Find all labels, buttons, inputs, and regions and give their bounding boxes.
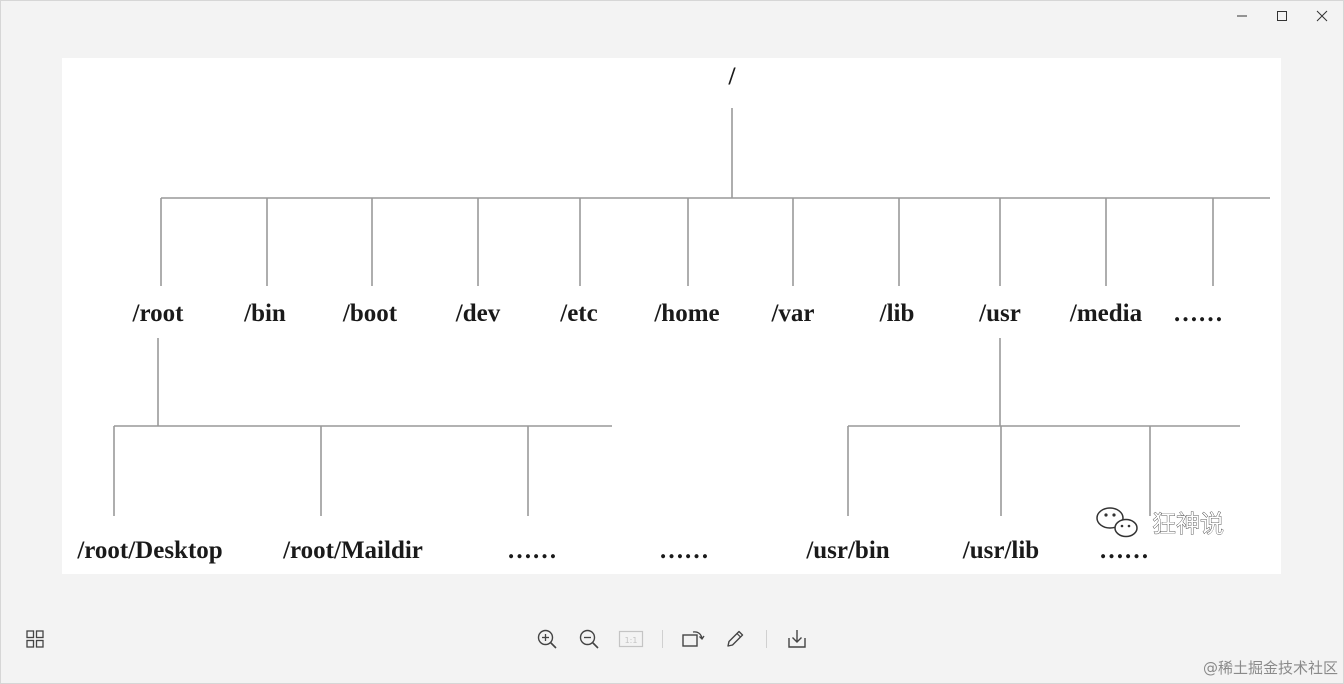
- toolbar-separator: [766, 630, 767, 648]
- node-lib: /lib: [879, 300, 915, 327]
- node-middle-more: ……: [659, 537, 709, 564]
- zoom-out-icon: [579, 629, 599, 649]
- wechat-icon: [1096, 507, 1138, 538]
- zoom-in-icon: [537, 629, 557, 649]
- node-boot: /boot: [342, 300, 398, 327]
- site-watermark: @稀土掘金技术社区: [1202, 659, 1338, 677]
- node-bin: /bin: [243, 300, 286, 327]
- image-viewport[interactable]: / /root /bin /boot /dev /etc /home /var …: [62, 58, 1281, 574]
- grid-view-icon: [26, 630, 44, 648]
- node-root-desktop: /root/Desktop: [76, 537, 222, 564]
- zoom-out-button[interactable]: [574, 624, 604, 654]
- node-home: /home: [653, 300, 719, 327]
- edit-button[interactable]: [720, 624, 750, 654]
- toolbar-separator: [662, 630, 663, 648]
- zoom-in-button[interactable]: [532, 624, 562, 654]
- node-etc: /etc: [559, 300, 597, 327]
- maximize-button[interactable]: [1262, 4, 1302, 28]
- maximize-icon: [1277, 11, 1287, 21]
- node-usr-more: ……: [1099, 537, 1149, 564]
- actual-size-label: 1:1: [625, 636, 638, 645]
- save-icon: [788, 630, 806, 648]
- node-root-more: ……: [507, 537, 557, 564]
- node-var: /var: [770, 300, 814, 327]
- node-dev: /dev: [455, 300, 501, 327]
- node-root-maildir: /root/Maildir: [282, 537, 423, 564]
- rotate-icon: [682, 631, 705, 647]
- node-usr: /usr: [978, 300, 1021, 327]
- rotate-button[interactable]: [678, 624, 708, 654]
- watermark-text: 狂神说: [1152, 510, 1224, 538]
- actual-size-button[interactable]: 1:1: [616, 624, 646, 654]
- node-more: ……: [1173, 300, 1223, 327]
- edit-icon: [727, 630, 744, 647]
- node-usr-lib: /usr/lib: [962, 537, 1039, 564]
- directory-tree-diagram: / /root /bin /boot /dev /etc /home /var …: [76, 63, 1270, 564]
- tree-root-label: /: [728, 63, 737, 90]
- close-icon: [1316, 10, 1328, 22]
- watermark: 狂神说: [1096, 507, 1224, 538]
- grid-view-button[interactable]: [20, 624, 50, 654]
- close-button[interactable]: [1302, 4, 1342, 28]
- node-root: /root: [132, 300, 185, 327]
- save-button[interactable]: [782, 624, 812, 654]
- minimize-icon: [1237, 15, 1247, 17]
- node-usr-bin: /usr/bin: [805, 537, 889, 564]
- minimize-button[interactable]: [1222, 4, 1262, 28]
- node-media: /media: [1069, 300, 1143, 327]
- actual-size-icon: 1:1: [618, 630, 644, 648]
